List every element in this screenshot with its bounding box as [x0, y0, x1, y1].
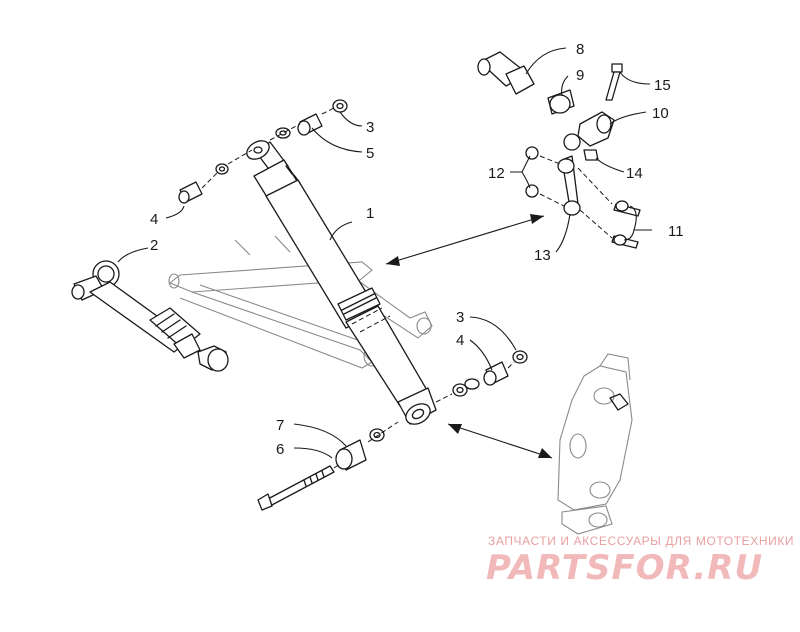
callout-9: 9: [576, 67, 584, 84]
lower-mount-hardware: [257, 350, 528, 511]
callout-2: 2: [150, 237, 158, 254]
callout-4-upper: 4: [150, 211, 158, 228]
callout-10: 10: [652, 105, 669, 122]
callout-8: 8: [576, 41, 584, 58]
a-arm: [168, 235, 433, 369]
callout-labels: 1 2 3 3 4 4 5 6 7 8 9 10 11 12 13 14 15: [150, 41, 684, 458]
callout-leaders: [117, 47, 652, 459]
callout-4-lower: 4: [456, 332, 464, 349]
watermark-logo: PARTSFOR.RU: [486, 548, 764, 588]
callout-11: 11: [668, 223, 684, 240]
callout-12: 12: [488, 165, 505, 182]
callout-15: 15: [654, 77, 671, 94]
callout-3-upper: 3: [366, 119, 374, 136]
callout-1: 1: [366, 205, 374, 222]
watermark: ЗАПЧАСТИ И АКСЕССУАРЫ ДЛЯ МОТОТЕХНИКИ PA…: [470, 534, 794, 590]
callout-6: 6: [276, 441, 284, 458]
callout-14: 14: [626, 165, 643, 182]
callout-13: 13: [534, 247, 551, 264]
connection-arrows: [385, 214, 553, 459]
spindle: [557, 353, 633, 535]
callout-7: 7: [276, 417, 284, 434]
watermark-tagline: ЗАПЧАСТИ И АКСЕССУАРЫ ДЛЯ МОТОТЕХНИКИ: [488, 534, 795, 548]
callout-3-lower: 3: [456, 309, 464, 326]
sway-bar-link-lower: [525, 146, 641, 249]
callout-5: 5: [366, 145, 374, 162]
shock-absorber-assembly: [71, 260, 229, 372]
upper-mount-hardware: [178, 99, 348, 204]
shock-absorber: [246, 140, 437, 425]
sway-bar-link-upper: [477, 51, 623, 161]
